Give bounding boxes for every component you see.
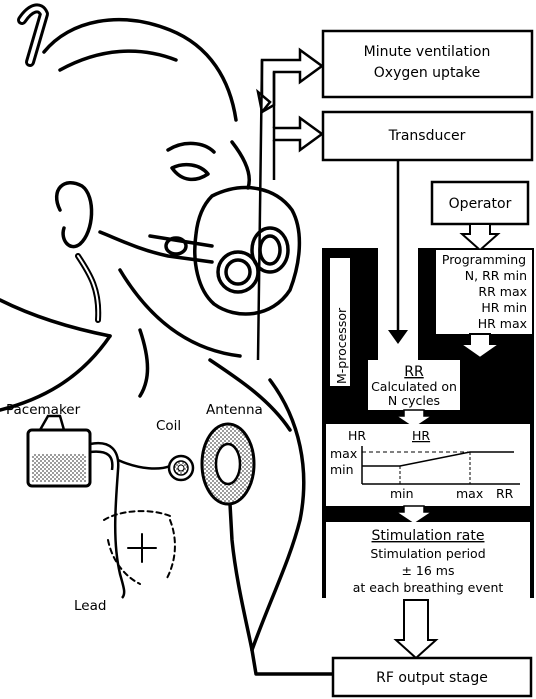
graph-to-stim-arrow [393, 505, 435, 525]
arrow-to-transducer [272, 115, 325, 153]
transducer-label: Transducer [388, 128, 466, 144]
operator-box: Operator [430, 180, 530, 226]
programming-line-1: N, RR min [465, 268, 527, 283]
graph-hr-curve [362, 451, 514, 467]
coil: Coil [156, 418, 195, 482]
programming-line-3: HR min [481, 300, 527, 315]
programming-title: Programming [442, 252, 526, 267]
graph-min-y-label: min [330, 462, 354, 477]
pacemaker-label: Pacemaker [6, 402, 81, 418]
hr-rr-graph-box: HR HR max min min max RR [326, 424, 530, 506]
pacemaker-lead [89, 441, 171, 599]
graph-max-y-label: max [330, 446, 357, 461]
rr-line-1: Calculated on [371, 379, 457, 394]
oxygen-uptake-label: Oxygen uptake [374, 65, 480, 81]
rr-line-2: N cycles [388, 393, 440, 408]
rf-output-box: RF output stage [331, 656, 533, 698]
mask-flow-outline [256, 59, 276, 361]
transducer-to-rr-arrow [388, 160, 408, 344]
coil-label: Coil [156, 418, 181, 434]
programming-line-2: RR max [478, 284, 527, 299]
stimulation-title: Stimulation rate [372, 528, 485, 544]
pacemaker: Pacemaker [6, 402, 92, 488]
programming-line-4: HR max [478, 316, 527, 331]
lead-label: Lead [74, 598, 106, 614]
rr-box: RR Calculated on N cycles [368, 360, 460, 410]
stimulation-line-1: Stimulation period [370, 546, 485, 561]
graph-hr-title: HR [412, 428, 430, 443]
rf-output-label: RF output stage [376, 670, 488, 686]
antenna-cable [228, 503, 333, 676]
operator-label: Operator [449, 196, 512, 212]
graph-min-x-label: min [390, 486, 414, 501]
rr-to-graph-arrow [393, 409, 435, 429]
graph-max-x-label: max [456, 486, 483, 501]
minute-ventilation-label: Minute ventilation [364, 44, 491, 60]
patient-head-drawing [0, 3, 306, 652]
arrow-to-minute-ventilation [260, 47, 325, 115]
m-processor-label: M-processor [334, 307, 349, 384]
stimulation-box: Stimulation rate Stimulation period ± 16… [326, 522, 530, 598]
stimulation-line-3: at each breathing event [353, 580, 504, 595]
programming-to-rr-arrow [456, 333, 504, 360]
programming-box: Programming N, RR min RR max HR min HR m… [436, 250, 532, 334]
graph-hr-axis-label: HR [348, 428, 366, 443]
minute-ventilation-box: Minute ventilation Oxygen uptake [321, 29, 534, 99]
antenna: Antenna [200, 402, 263, 506]
graph-rr-axis-label: RR [496, 486, 514, 501]
m-processor-label-box: M-processor [330, 258, 350, 386]
operator-arrow [459, 223, 501, 252]
rr-title: RR [404, 364, 424, 380]
transducer-box: Transducer [321, 110, 534, 162]
stimulation-line-2: ± 16 ms [401, 563, 454, 578]
stim-to-rf-arrow [393, 599, 439, 660]
antenna-label: Antenna [206, 402, 263, 418]
signal-arrows [256, 47, 325, 153]
